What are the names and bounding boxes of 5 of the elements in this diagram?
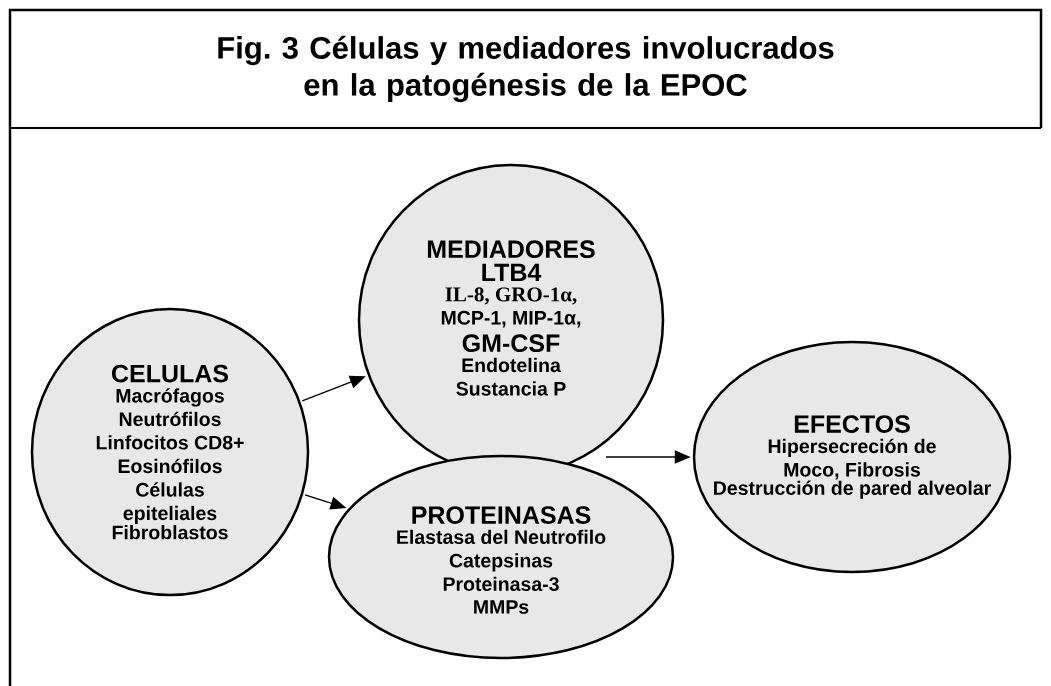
ellipse-node: CELULAS Macrófagos Neutrófilos Linfocitos CD8+ Eosinófilos Células epiteliales Fibroblastos [30, 307, 310, 597]
circle-node: MEDIADORES LTB4 IL-8, GRO-1α, MCP-1, MIP-1α, GM-CSF Endotelina Sustancia P [357, 163, 665, 477]
ellipse-node: EFECTOS Hipersecreción de Moco, Fibrosis Destrucción de pared alveolar [692, 340, 1012, 574]
ellipse-node: PROTEINASAS Elastasa del Neutrofilo Catepsinas Proteinasa-3 MMPs [327, 454, 675, 660]
title-text: Fig. 3 Células y mediadores involucrados en la patogénesis de la EPOC [218, 35, 834, 103]
